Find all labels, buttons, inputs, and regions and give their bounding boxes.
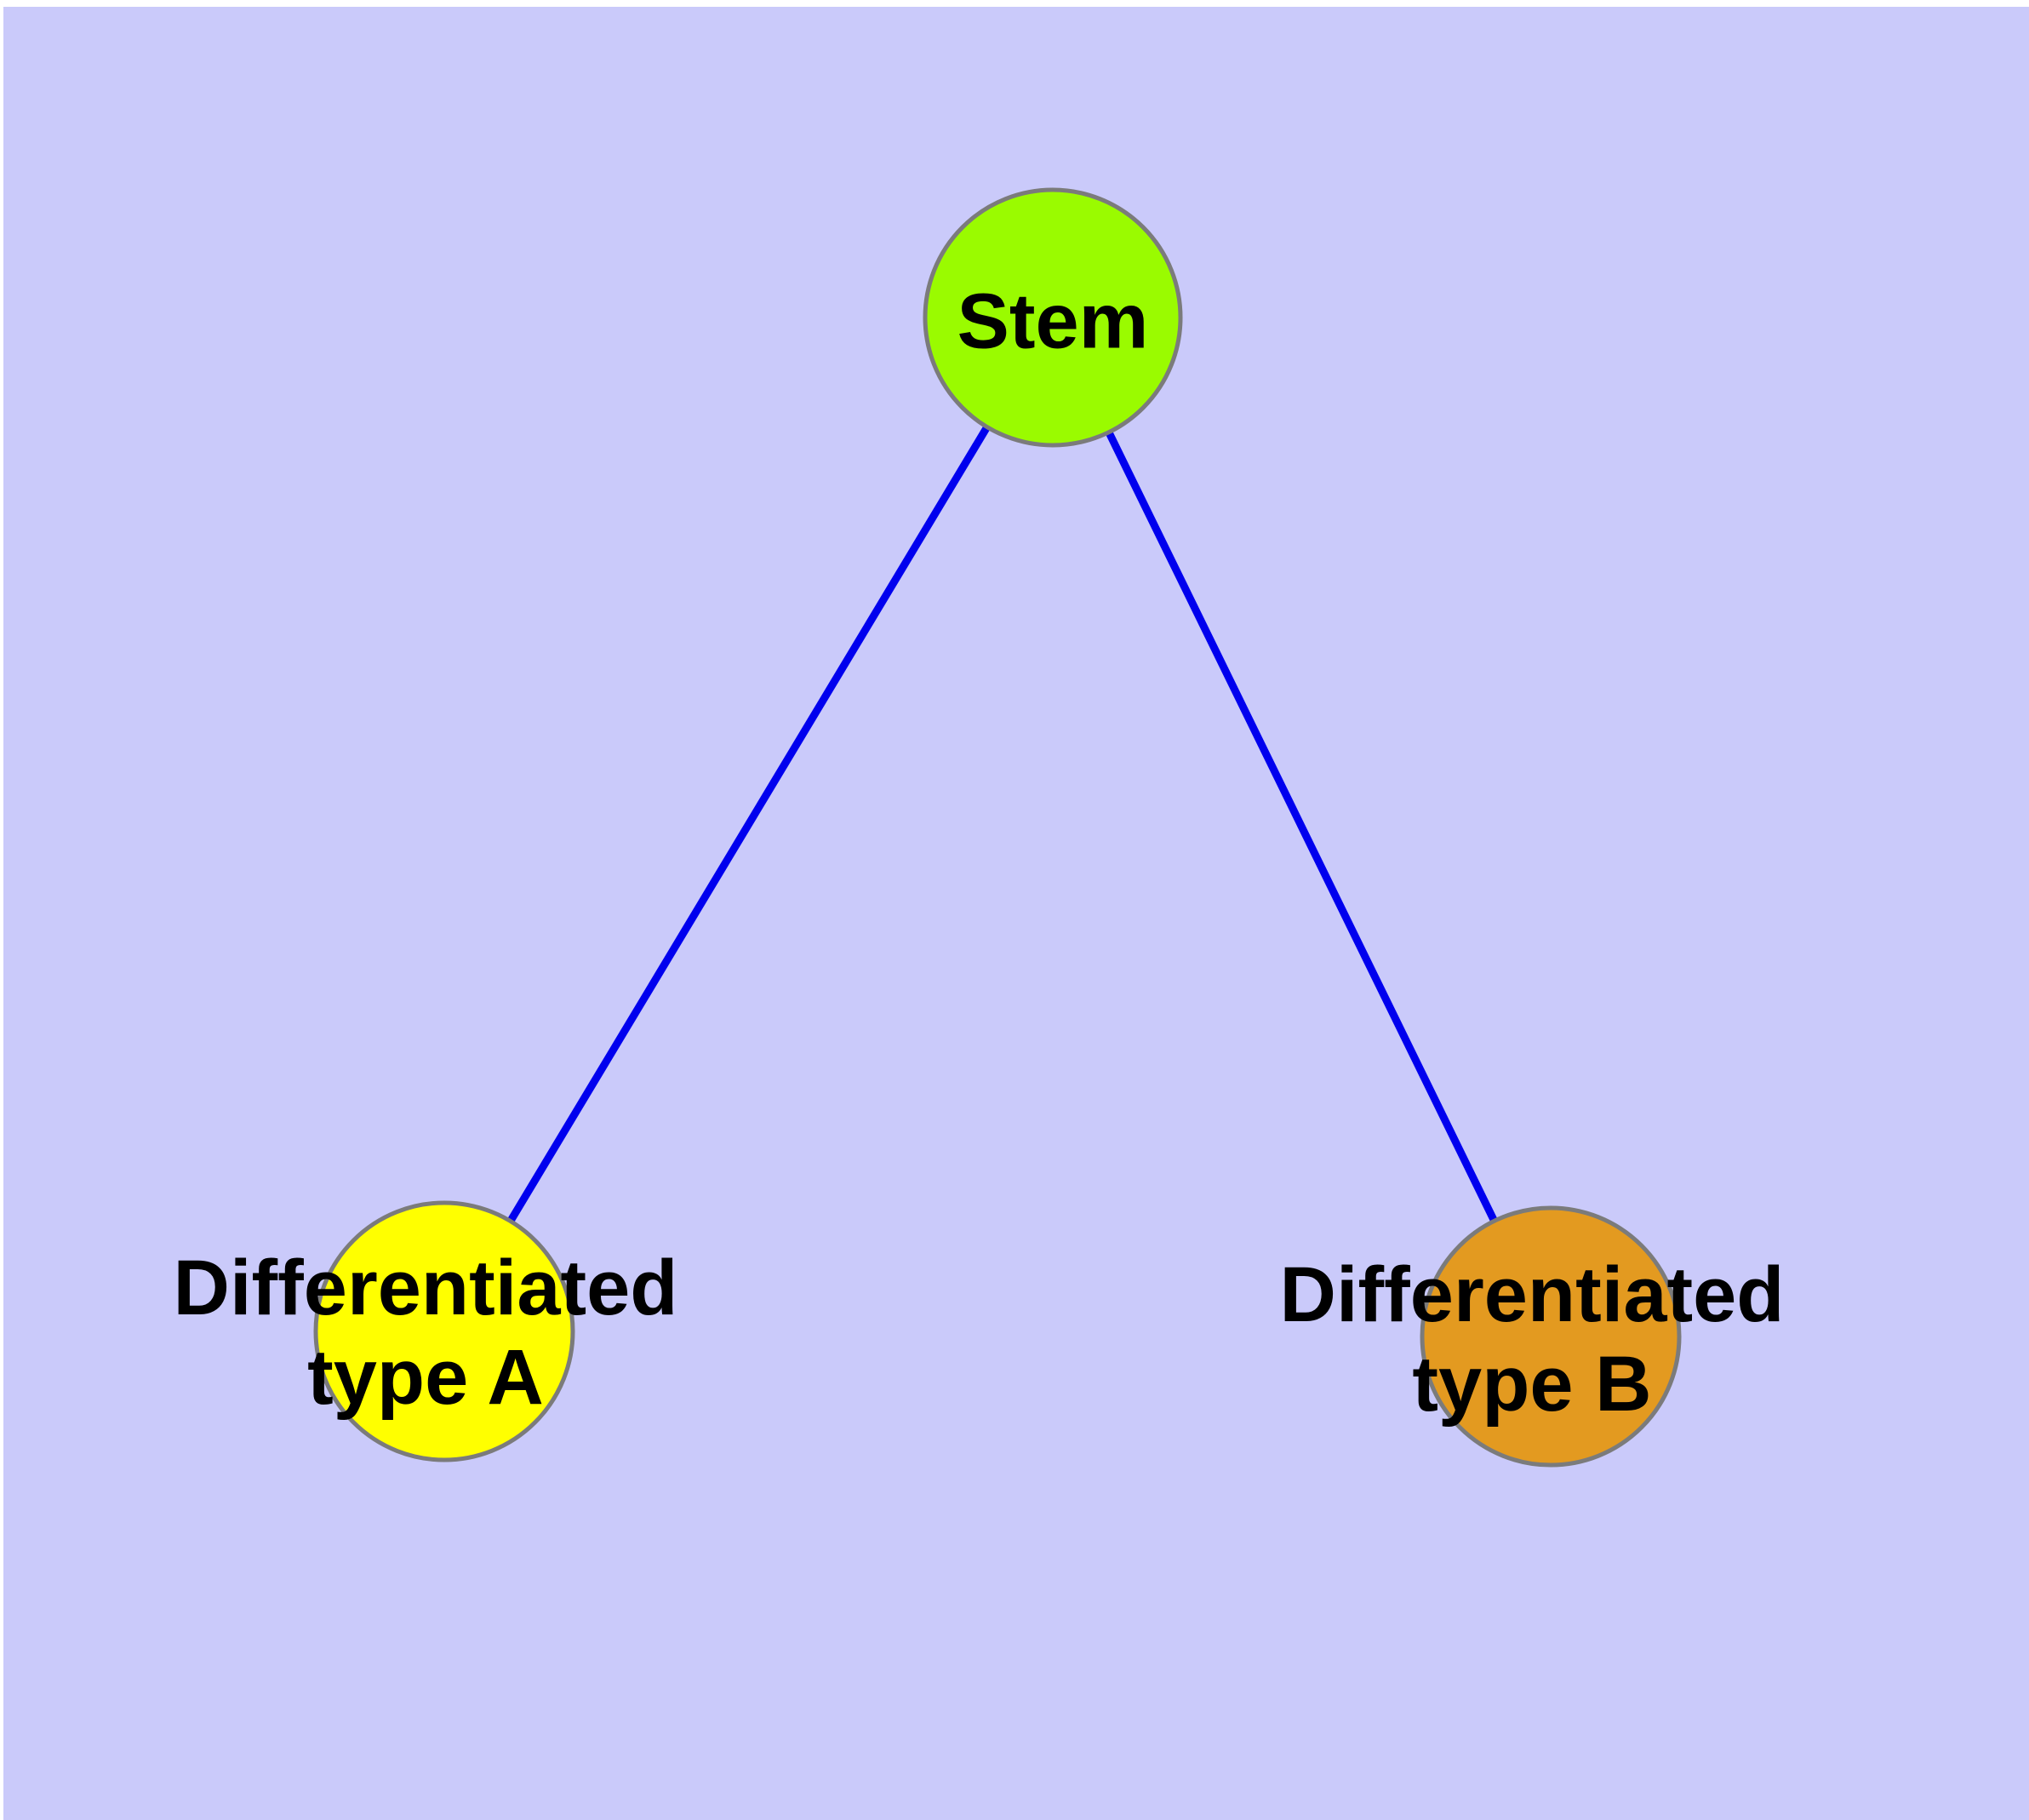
node-stem — [923, 187, 1183, 448]
node-label-line1: Differentiated — [1279, 1251, 1785, 1339]
node-label-line1: Differentiated — [173, 1245, 678, 1332]
node-label-line2: type B — [1412, 1341, 1652, 1428]
node-group — [313, 187, 1682, 1468]
node-label-stem: Stem — [957, 278, 1149, 365]
plot-area: Stem Differentiated type A Differentiate… — [3, 7, 2029, 1820]
node-differentiated-type-b — [1420, 1205, 1682, 1468]
node-label-line2: type A — [307, 1334, 544, 1421]
node-label-differentiated-type-b: Differentiated type B — [1280, 1251, 1785, 1429]
node-differentiated-type-a — [313, 1200, 575, 1462]
graph-svg — [3, 7, 2029, 1820]
edge-stem-to-type-b — [1049, 316, 1555, 1338]
edge-stem-to-type-a — [441, 315, 1056, 1334]
node-label-differentiated-type-a: Differentiated type A — [174, 1244, 678, 1422]
edge-group — [441, 315, 1555, 1338]
